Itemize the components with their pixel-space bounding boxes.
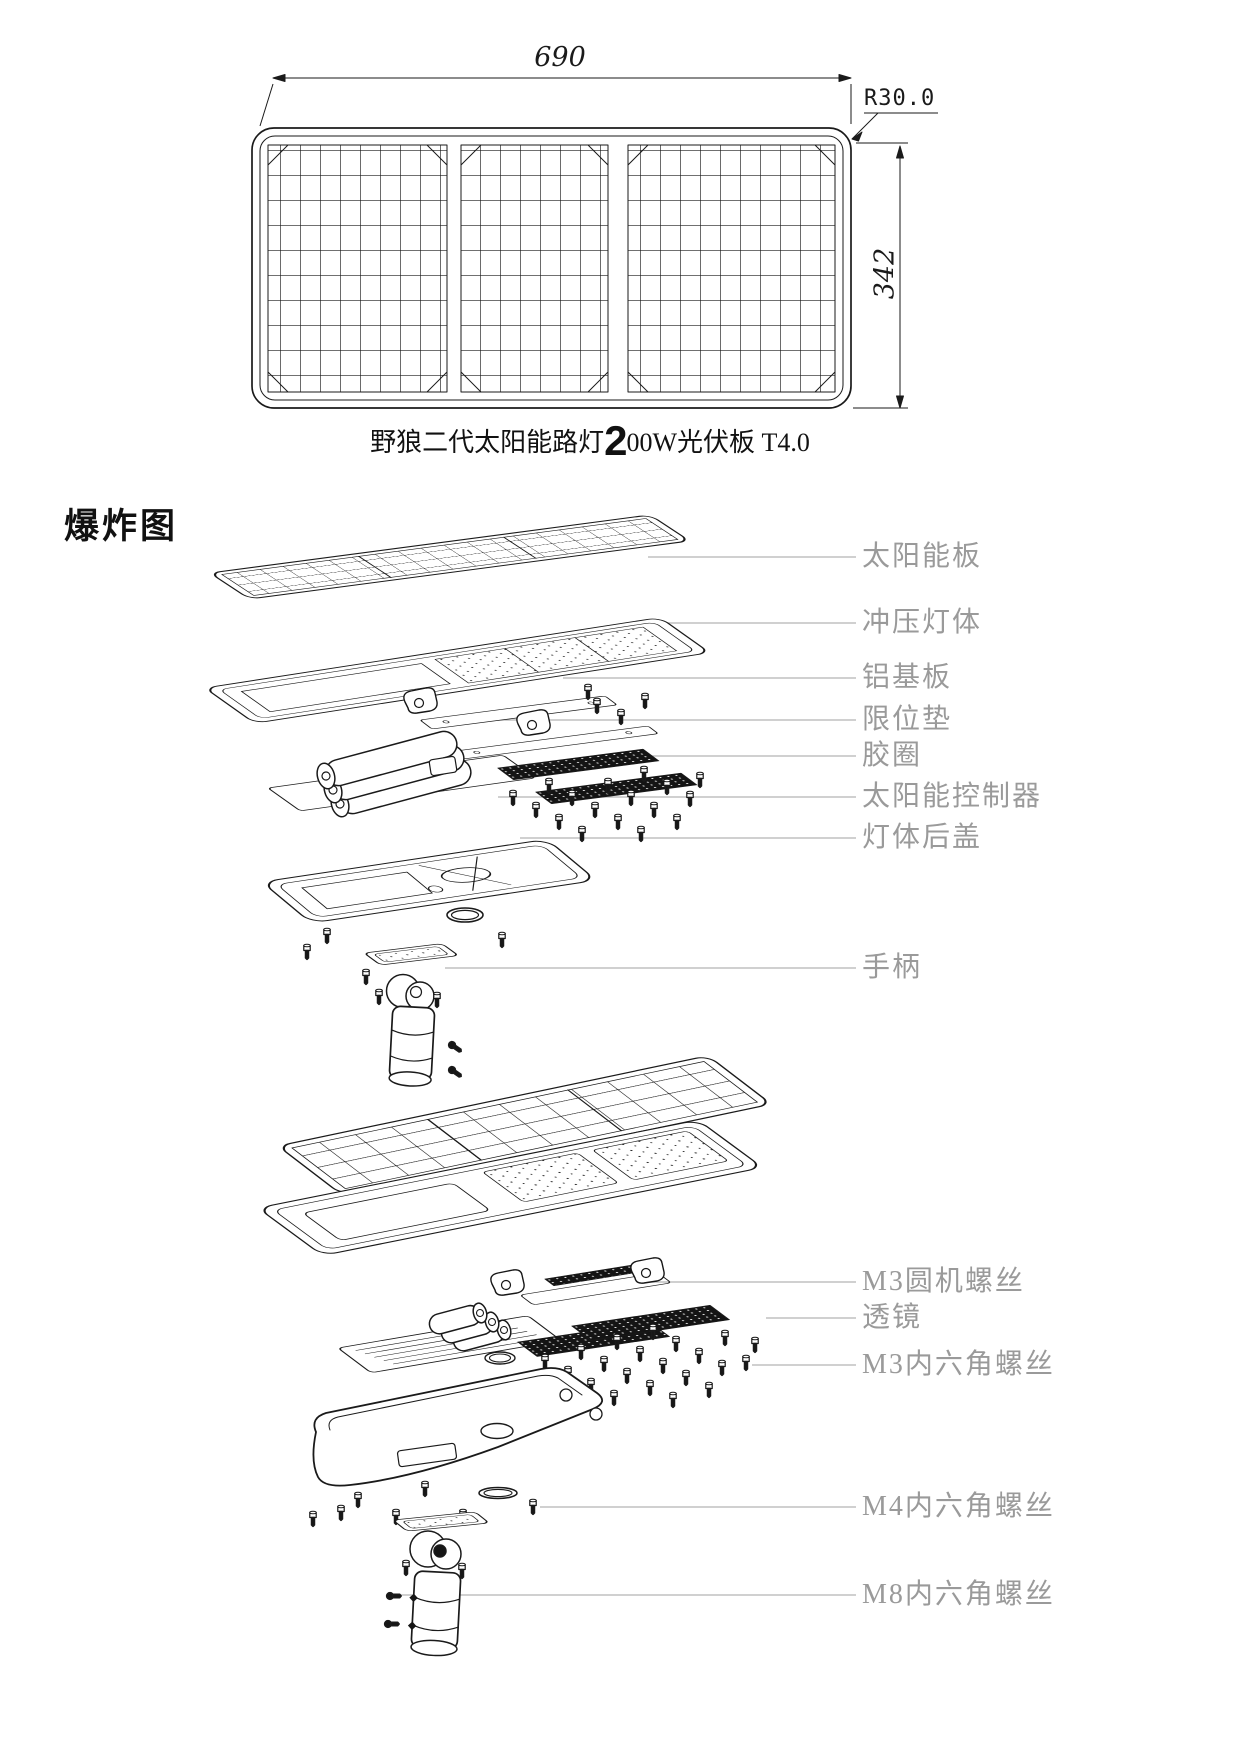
caption-highlight: 2 bbox=[604, 417, 627, 464]
part-label-solar-controller: 太阳能控制器 bbox=[862, 781, 1043, 812]
exploded-solar-panel bbox=[213, 515, 686, 599]
part-label-m3-round-screw: M3圆机螺丝 bbox=[862, 1266, 1025, 1297]
part-label-limit-pad: 限位垫 bbox=[862, 704, 953, 735]
exploded-assembly-1 bbox=[209, 515, 706, 1087]
part-label-handle: 手柄 bbox=[862, 952, 923, 983]
part-label-lens: 透镜 bbox=[862, 1302, 923, 1333]
width-dimension-lines bbox=[259, 74, 852, 127]
part-label-back-cover: 灯体后盖 bbox=[862, 822, 983, 853]
exploded-lamp-body bbox=[209, 618, 706, 723]
exploded-back-cover bbox=[267, 840, 591, 922]
panel-caption: 野狼二代太阳能路灯200W光伏板 T4.0 bbox=[310, 418, 870, 464]
part-label-lamp-body: 冲压灯体 bbox=[862, 607, 983, 638]
radius-dimension-lines bbox=[851, 112, 938, 142]
panel-outline bbox=[251, 127, 852, 409]
part-label-m4-hex-screw: M4内六角螺丝 bbox=[862, 1491, 1055, 1522]
exploded-gasket-frame bbox=[521, 1273, 671, 1305]
exploded-solar-controller bbox=[268, 730, 535, 818]
exploded-assembly-2 bbox=[263, 1057, 767, 1657]
exploded-solar-panel-2 bbox=[282, 1057, 767, 1193]
exploded-o-ring-2 bbox=[478, 1486, 518, 1500]
part-label-rubber-ring: 胶圈 bbox=[862, 740, 923, 771]
exploded-led-module bbox=[339, 1302, 560, 1373]
exploded-lamp-body-2 bbox=[263, 1121, 758, 1254]
caption-suffix: 00W光伏板 T4.0 bbox=[626, 428, 810, 457]
exploded-o-ring bbox=[446, 907, 484, 923]
height-dimension-lines bbox=[853, 142, 908, 409]
radius-dimension-label: R30.0 bbox=[864, 86, 936, 111]
width-dimension-label: 690 bbox=[534, 42, 586, 73]
exploded-lens-arrays bbox=[517, 1304, 730, 1357]
exploded-handle bbox=[303, 927, 506, 1087]
part-label-solar-panel: 太阳能板 bbox=[862, 541, 983, 572]
exploded-view-title: 爆炸图 bbox=[64, 507, 179, 546]
solar-panel-dimension-drawing bbox=[251, 74, 938, 409]
caption-prefix: 野狼二代太阳能路灯 bbox=[370, 428, 605, 457]
part-label-m8-hex-screw: M8内六角螺丝 bbox=[862, 1579, 1055, 1610]
exploded-back-cover-2 bbox=[312, 1367, 603, 1487]
exploded-gasket-strips bbox=[497, 748, 698, 805]
part-label-m3-hex-screw: M3内六角螺丝 bbox=[862, 1349, 1055, 1380]
solar-cell-grid bbox=[267, 144, 836, 393]
part-label-aluminum-plate: 铝基板 bbox=[862, 662, 953, 693]
height-dimension-label: 342 bbox=[869, 247, 901, 300]
exploded-handle-2 bbox=[383, 1511, 488, 1657]
